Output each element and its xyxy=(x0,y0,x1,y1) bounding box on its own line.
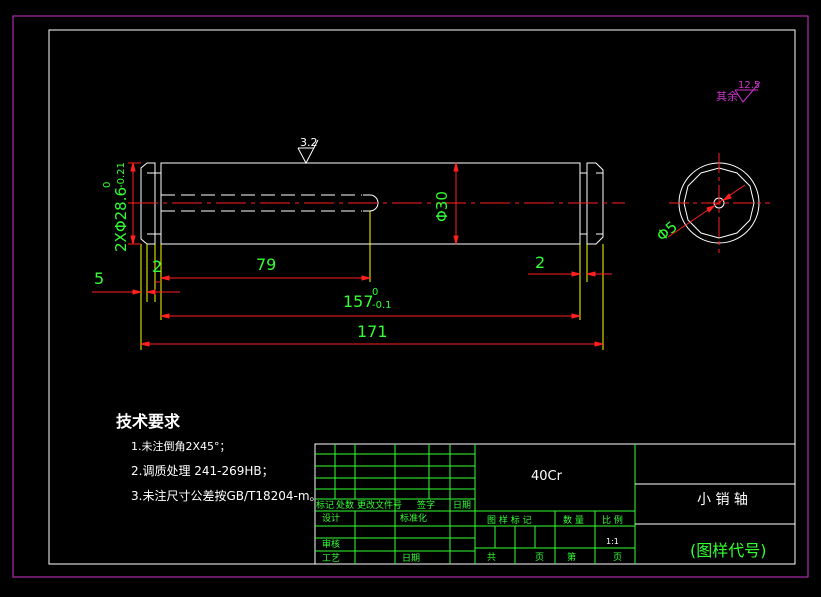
dim-left-diameter: 2XΦ28.6 xyxy=(112,187,130,252)
dim-157-tol-lower: -0.1 xyxy=(372,300,392,311)
tb-part-name: 小 销 轴 xyxy=(697,492,748,508)
dim-left-diameter-tol-upper: 0 xyxy=(102,182,113,188)
tb-label-date: 日期 xyxy=(453,500,471,511)
tb-label-mark: 标记 xyxy=(316,499,334,511)
dim-171: 171 xyxy=(357,322,388,341)
tb-label-total: 共 xyxy=(487,552,496,563)
dim-157: 157 xyxy=(343,292,374,311)
tb-drawing-code: (图样代号) xyxy=(690,541,767,560)
roughness-note-value: 12.5 xyxy=(738,80,760,91)
tb-label-page: 页 xyxy=(535,552,544,563)
dim-2-left: 2 xyxy=(152,257,162,276)
tb-label-page2: 页 xyxy=(613,552,622,563)
tb-label-change-doc: 更改文件号 xyxy=(357,499,402,511)
dim-2-right: 2 xyxy=(535,253,545,272)
tb-label-sign: 签字 xyxy=(417,499,435,511)
tb-label-review: 审核 xyxy=(322,538,340,550)
roughness-note xyxy=(734,81,761,103)
tb-label-count: 处数 xyxy=(336,499,354,511)
tb-material: 40Cr xyxy=(531,469,563,484)
tb-label-stage-mark: 图 样 标 记 xyxy=(487,514,532,526)
roughness-symbol-main xyxy=(297,139,319,165)
title-block-grid xyxy=(314,443,796,565)
roughness-value-main: 3.2 xyxy=(300,136,318,149)
outer-frame xyxy=(12,15,809,578)
hidden-hole-lines xyxy=(161,194,362,212)
tb-label-standardization: 标准化 xyxy=(400,512,427,524)
tech-req-item-2: 2.调质处理 241-269HB； xyxy=(131,464,274,478)
dimension-lines xyxy=(92,162,612,347)
tech-req-item-1: 1.未注倒角2X45°； xyxy=(131,439,231,453)
roughness-note-label: 其余 xyxy=(716,89,738,103)
dim-79: 79 xyxy=(256,255,276,274)
tb-label-weight: 数 量 xyxy=(563,514,584,526)
tb-label-date2: 日期 xyxy=(402,553,420,564)
tb-scale-value: 1:1 xyxy=(606,537,619,546)
tech-req-title: 技术要求 xyxy=(116,412,181,431)
tb-label-process: 工艺 xyxy=(322,553,340,564)
tb-label-design: 设计 xyxy=(322,512,340,524)
dim-5: 5 xyxy=(94,269,104,288)
dim-body-diameter: Φ30 xyxy=(433,191,451,222)
side-view-center-lines xyxy=(667,153,770,253)
tb-label-sheet: 第 xyxy=(567,551,576,563)
dim-left-diameter-tol-lower: -0.21 xyxy=(116,162,127,188)
tb-label-scale: 比 例 xyxy=(602,514,623,526)
tech-req-item-3: 3.未注尺寸公差按GB/T18204-m。 xyxy=(131,488,322,503)
dim-157-tol-upper: 0 xyxy=(372,287,378,298)
